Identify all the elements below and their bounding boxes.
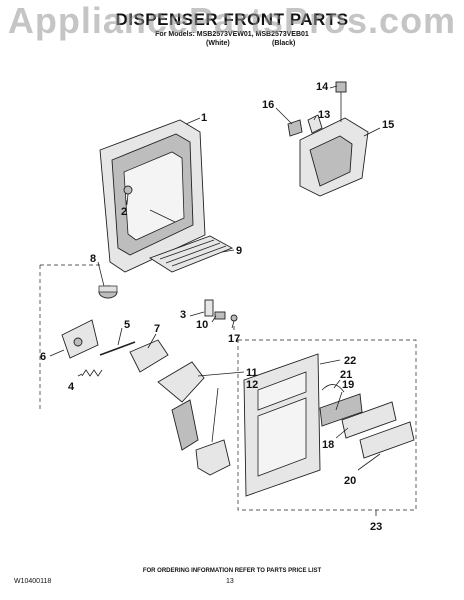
callout-3: 3: [180, 309, 186, 321]
callout-12: 12: [246, 379, 258, 391]
leader-lines: [49, 85, 381, 516]
callout-22: 22: [344, 355, 356, 367]
actuator-part: [214, 311, 226, 320]
wire-harness: [321, 384, 345, 393]
callout-1: 1: [201, 112, 207, 124]
variant-white: (White): [206, 40, 230, 47]
variant-black: (Black): [272, 40, 296, 47]
document-id: W10400118: [14, 578, 52, 585]
control-panel-group-box: [237, 339, 417, 511]
callout-5: 5: [124, 319, 130, 331]
actuator-paddle: [157, 361, 205, 451]
callout-9: 9: [236, 245, 242, 257]
callout-15: 15: [382, 119, 394, 131]
module-clip: [307, 114, 323, 134]
callout-20: 20: [344, 475, 356, 487]
control-board: [319, 393, 363, 427]
dispenser-front-panel: [243, 353, 321, 497]
model-line: For Models: MSB2573VEW01, MSB2573VEB01: [155, 31, 309, 38]
light-housing: [61, 319, 99, 359]
callout-17: 17: [228, 333, 240, 345]
page-number: 13: [226, 578, 234, 585]
site-watermark: AppliancePartsPros.com: [7, 0, 457, 41]
callout-14: 14: [316, 81, 329, 93]
callout-8: 8: [90, 253, 96, 265]
callout-13: 13: [318, 109, 330, 121]
callout-7: 7: [154, 323, 160, 335]
callout-2: 2: [121, 206, 127, 218]
page-title: DISPENSER FRONT PARTS: [115, 10, 349, 29]
lever-bracket: [129, 339, 169, 373]
cap-part: [98, 285, 118, 299]
callout-18: 18: [322, 439, 334, 451]
spring-part: [81, 369, 103, 377]
dispenser-control-module: [299, 81, 369, 197]
drip-tray: [148, 235, 234, 273]
dispenser-housing: [99, 119, 206, 273]
ice-chute: [195, 439, 231, 476]
overlay-panel: [359, 421, 415, 459]
callout-21: 21: [340, 369, 352, 381]
callout-10: 10: [196, 319, 208, 331]
ordering-note: FOR ORDERING INFORMATION REFER TO PARTS …: [142, 568, 322, 574]
small-screw: [230, 314, 238, 329]
callout-23: 23: [370, 521, 382, 533]
callout-11: 11: [246, 367, 258, 379]
callout-6: 6: [40, 351, 46, 363]
left-group-bracket: [39, 264, 100, 410]
rod-part: [99, 341, 136, 356]
housing-screw: [123, 185, 133, 205]
switch-part: [204, 299, 214, 317]
callout-19: 19: [342, 379, 354, 391]
callout-4: 4: [68, 381, 75, 393]
callout-labels: 1 2 3 4 5 6 7 8 9 10 11 12 13 14 15 16 1…: [40, 81, 394, 533]
callout-16: 16: [262, 99, 274, 111]
keypad-part: [341, 401, 397, 439]
